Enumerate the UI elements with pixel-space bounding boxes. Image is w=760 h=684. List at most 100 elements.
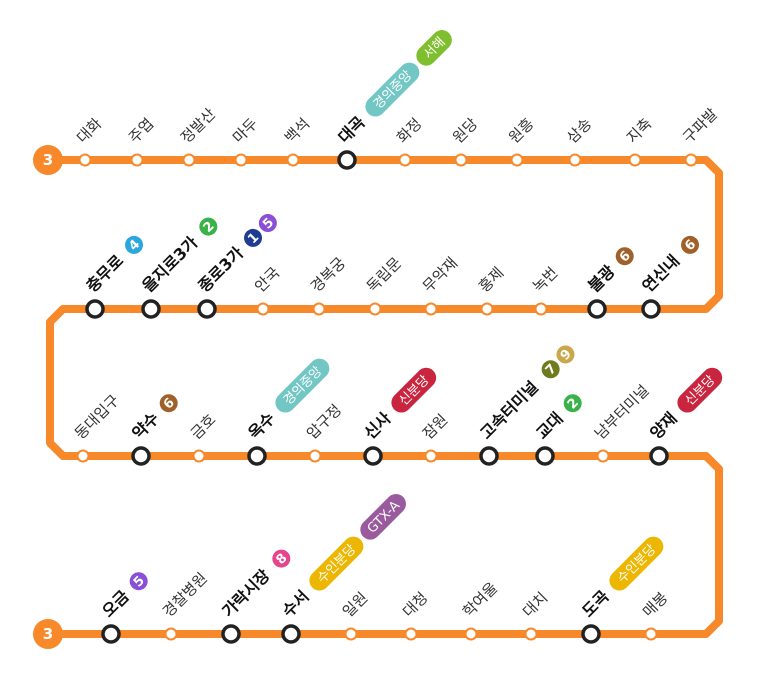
station-name: 옥수: [244, 408, 278, 442]
station-marker[interactable]: [568, 153, 582, 167]
line-pill-label: 경의중앙: [371, 68, 415, 112]
line-pill-label: 수인분당: [315, 542, 359, 586]
station-marker[interactable]: [368, 302, 382, 316]
station-marker[interactable]: [644, 627, 658, 641]
line-ec8ba0ebb684eb8bb9-pill-icon: 신분당: [391, 367, 437, 413]
line-ec849ced95b4-pill-icon: 서해: [416, 30, 452, 66]
transfer-station-marker[interactable]: [649, 446, 669, 466]
station-name: 마두: [229, 114, 261, 146]
station-name: 정발산: [177, 105, 219, 147]
station-eab2bdecb0b0ebb391ec9b90[interactable]: 경찰병원: [159, 569, 211, 641]
station-marker[interactable]: [164, 627, 178, 641]
transfer-station-marker[interactable]: [587, 299, 607, 319]
station-name: 경복궁: [307, 254, 349, 296]
line-pill-label: 경의중앙: [281, 364, 325, 408]
station-marker[interactable]: [308, 449, 322, 463]
station-name: 도곡: [578, 586, 612, 620]
transfer-station-marker[interactable]: [337, 150, 357, 170]
station-name: 동대입구: [71, 391, 123, 443]
transfer-station-marker[interactable]: [221, 624, 241, 644]
line-eab2bdec9d98eca491ec9599-pill-icon: 경의중앙: [365, 62, 420, 117]
transfer-station-marker[interactable]: [131, 446, 151, 466]
transfer-station-marker[interactable]: [247, 446, 267, 466]
line-3-terminal-icon: 3: [33, 619, 63, 649]
station-marker[interactable]: [286, 153, 300, 167]
line-ec8898ec9db8ebb684eb8bb9-pill-icon: 수인분당: [609, 536, 664, 591]
station-name: 대치: [519, 589, 551, 621]
station-marker[interactable]: [130, 153, 144, 167]
station-marker[interactable]: [454, 153, 468, 167]
transfer-station-marker[interactable]: [281, 624, 301, 644]
station-marker[interactable]: [398, 153, 412, 167]
transfer-station-marker[interactable]: [535, 446, 555, 466]
station-marker[interactable]: [464, 627, 478, 641]
station-marker[interactable]: [76, 449, 90, 463]
transfer-station-marker[interactable]: [197, 299, 217, 319]
station-name: 녹번: [529, 264, 561, 296]
transfer-station-marker[interactable]: [479, 446, 499, 466]
line-2-badge-icon: 2: [563, 394, 582, 412]
transfer-station-marker[interactable]: [101, 624, 121, 644]
station-name: 신사: [360, 408, 394, 442]
station-name: 약수: [128, 408, 162, 442]
station-name: 을지로3가: [138, 233, 201, 296]
station-marker[interactable]: [234, 153, 248, 167]
station-name: 구파발: [679, 105, 721, 147]
station-marker[interactable]: [510, 153, 524, 167]
line-9-badge-icon: 9: [556, 345, 575, 364]
station-eb82a8ebb680ed84b0ebafb8eb8490[interactable]: 남부터미널: [591, 381, 653, 463]
transfer-station-marker[interactable]: [85, 299, 105, 319]
station-eb8f99eb8c80ec9e85eab5ac[interactable]: 동대입구: [71, 391, 123, 463]
line-1-badge-icon: 1: [244, 228, 262, 247]
station-marker[interactable]: [424, 302, 438, 316]
station-name: 무악재: [419, 254, 461, 296]
line-5-badge-icon: 5: [129, 572, 148, 590]
line-6-badge-icon: 6: [681, 235, 699, 254]
station-name: 연신내: [638, 251, 683, 296]
station-name: 교대: [532, 409, 566, 443]
station-marker[interactable]: [182, 153, 196, 167]
station-marker[interactable]: [534, 302, 548, 316]
station-name: 백석: [281, 115, 313, 147]
station-marker[interactable]: [424, 449, 438, 463]
line-ec8898ec9db8ebb684eb8bb9-pill-icon: 수인분당: [309, 536, 364, 591]
station-marker[interactable]: [628, 153, 642, 167]
transfer-station-marker[interactable]: [363, 446, 383, 466]
station-name: 오금: [98, 586, 132, 620]
station-name: 대청: [399, 589, 431, 621]
station-marker[interactable]: [344, 627, 358, 641]
line-eab2bdec9d98eca491ec9599-pill-icon: 경의중앙: [275, 358, 330, 413]
station-marker[interactable]: [312, 302, 326, 316]
transfer-station-marker[interactable]: [641, 299, 661, 319]
line-8-badge-icon: 8: [272, 549, 291, 568]
station-name: 압구정: [303, 401, 345, 443]
transfer-station-marker[interactable]: [141, 299, 161, 319]
station-marker[interactable]: [404, 627, 418, 641]
station-name: 홍제: [475, 264, 507, 296]
station-name: 종로3가: [194, 243, 247, 296]
station-marker[interactable]: [480, 302, 494, 316]
station-name: 안국: [251, 263, 283, 295]
station-name: 일원: [339, 589, 371, 621]
station-marker[interactable]: [684, 153, 698, 167]
station-marker[interactable]: [256, 302, 270, 316]
station-marker[interactable]: [524, 627, 538, 641]
station-marker[interactable]: [78, 153, 92, 167]
transfer-station-marker[interactable]: [581, 624, 601, 644]
station-marker[interactable]: [596, 449, 610, 463]
line-number-label: 3: [43, 625, 53, 643]
station-marker[interactable]: [192, 449, 206, 463]
station-name: 양재: [646, 409, 680, 443]
station-name: 고속터미널: [476, 377, 541, 442]
